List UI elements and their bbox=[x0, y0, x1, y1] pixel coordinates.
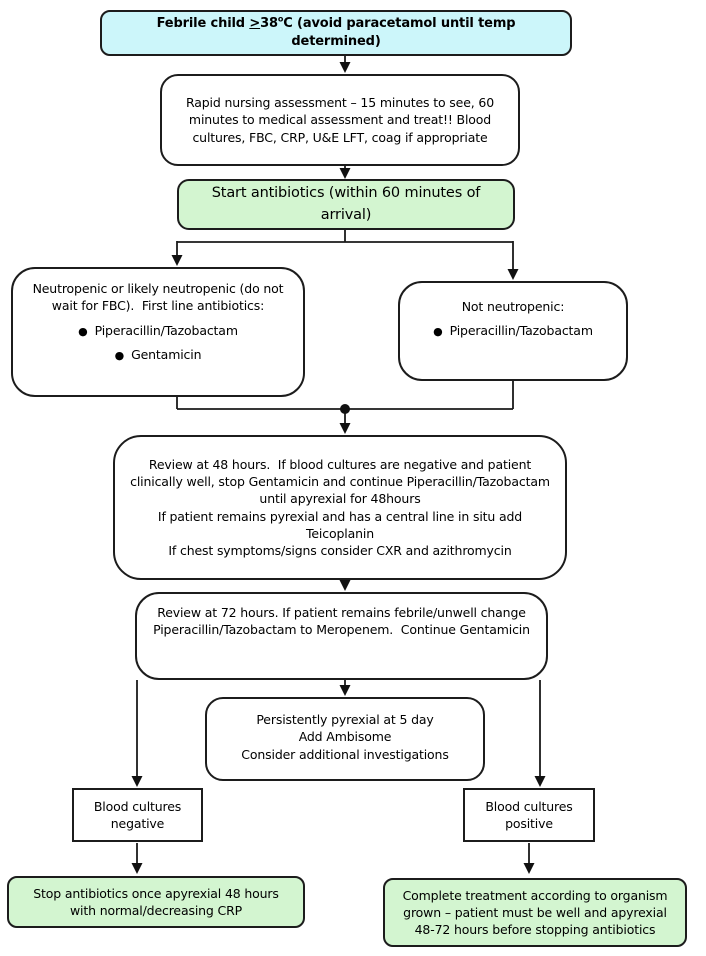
not-neutropenic-box: Not neutropenic: ● Piperacillin/Tazobacta… bbox=[398, 281, 628, 381]
review-48h-line: If chest symptoms/signs consider CXR and… bbox=[168, 543, 512, 558]
start-antibiotics-text: Start antibiotics (within 60 minutes of … bbox=[211, 185, 485, 223]
cultures-negative-text: Blood cultures negative bbox=[93, 798, 185, 831]
list-item: ● Piperacillin/Tazobactam bbox=[78, 322, 238, 340]
review-48h-box: Review at 48 hours. If blood cultures ar… bbox=[113, 435, 567, 580]
start-antibiotics-box: Start antibiotics (within 60 minutes of … bbox=[177, 179, 515, 230]
neutropenic-box: Neutropenic or likely neutropenic (do no… bbox=[11, 267, 305, 397]
cultures-positive-box: Blood cultures positive bbox=[463, 788, 595, 842]
cultures-negative-box: Blood cultures negative bbox=[72, 788, 203, 842]
review-72h-box: Review at 72 hours. If patient remains f… bbox=[135, 592, 548, 680]
not-neutropenic-heading: Not neutropenic: bbox=[461, 299, 565, 314]
cultures-positive-text: Blood cultures positive bbox=[485, 798, 577, 831]
bullet-icon: ● bbox=[433, 325, 443, 339]
nursing-assessment-text: Rapid nursing assessment – 15 minutes to… bbox=[186, 95, 498, 145]
complete-treatment-text: Complete treatment according to organism… bbox=[402, 887, 672, 938]
persistent-pyrexia-line: Persistently pyrexial at 5 day bbox=[256, 712, 434, 727]
review-72h-text: Review at 72 hours. If patient remains f… bbox=[153, 605, 530, 638]
persistent-pyrexia-box: Persistently pyrexial at 5 day Add Ambis… bbox=[205, 697, 485, 781]
persistent-pyrexia-line: Consider additional investigations bbox=[241, 746, 449, 762]
list-item: ● Gentamicin bbox=[115, 346, 202, 364]
persistent-pyrexia-line: Add Ambisome bbox=[298, 729, 392, 745]
complete-treatment-box: Complete treatment according to organism… bbox=[383, 878, 687, 947]
nursing-assessment-box: Rapid nursing assessment – 15 minutes to… bbox=[160, 74, 520, 166]
antibiotic-name: Gentamicin bbox=[131, 347, 202, 362]
febrile-child-text: Febrile child >38oC (avoid paracetamol u… bbox=[156, 14, 520, 49]
antibiotic-name: Piperacillin/Tazobactam bbox=[94, 322, 238, 338]
list-item: ● Piperacillin/Tazobactam bbox=[433, 322, 593, 340]
antibiotic-name: Piperacillin/Tazobactam bbox=[449, 323, 593, 339]
merge-junction-dot bbox=[340, 404, 350, 414]
febrile-child-box: Febrile child >38oC (avoid paracetamol u… bbox=[100, 10, 572, 56]
bullet-icon: ● bbox=[78, 324, 88, 338]
stop-antibiotics-text: Stop antibiotics once apyrexial 48 hours… bbox=[33, 885, 283, 918]
neutropenic-heading: Neutropenic or likely neutropenic (do no… bbox=[32, 281, 288, 314]
stop-antibiotics-box: Stop antibiotics once apyrexial 48 hours… bbox=[7, 876, 305, 928]
bullet-icon: ● bbox=[114, 349, 125, 362]
review-48h-line: Review at 48 hours. If blood cultures ar… bbox=[130, 456, 554, 507]
review-48h-line: If patient remains pyrexial and has a ce… bbox=[157, 508, 526, 541]
